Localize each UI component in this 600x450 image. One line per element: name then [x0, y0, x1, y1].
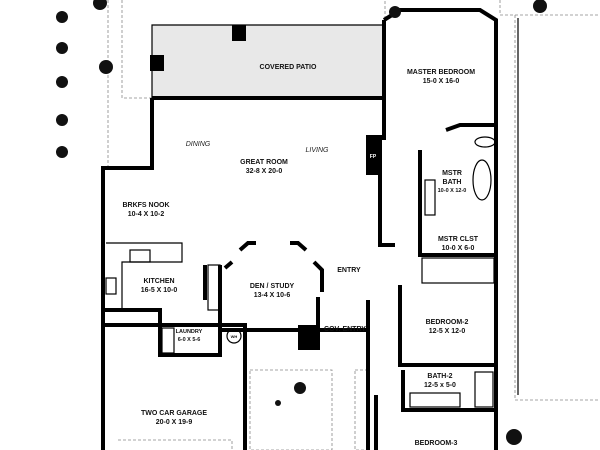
bedroom-2-size: 12-5 X 12-0 — [429, 328, 466, 335]
mstr-bath-label-2: BATH — [443, 179, 462, 186]
fireplace-label: FP — [370, 154, 377, 160]
bedroom-2-label: BEDROOM-2 — [426, 319, 469, 326]
bath-fixtures — [226, 136, 496, 408]
bedroom-3-label: BEDROOM-3 — [415, 440, 458, 447]
room-labels: COVERED PATIO MASTER BEDROOM 15-0 X 16-0… — [122, 64, 478, 447]
brkfs-nook-size: 10-4 X 10-2 — [128, 211, 165, 218]
master-bedroom-label: MASTER BEDROOM — [407, 69, 475, 76]
kitchen-size: 16-5 X 10-0 — [141, 287, 178, 294]
landscaping — [56, 0, 547, 445]
mstr-clst-size: 10-0 X 6-0 — [442, 245, 475, 252]
master-bedroom-size: 15-0 X 16-0 — [423, 78, 460, 85]
cov-entry-label: COV. ENTRY — [324, 326, 366, 333]
den-study-label: DEN / STUDY — [250, 283, 295, 290]
kitchen-label: KITCHEN — [143, 278, 174, 285]
great-room-size: 32-8 X 20-0 — [246, 168, 283, 175]
living-label: LIVING — [306, 147, 330, 154]
great-room-label: GREAT ROOM — [240, 159, 288, 166]
laundry-label: LAUNDRY — [176, 329, 203, 335]
walls — [101, 8, 498, 450]
covered-patio — [150, 24, 385, 99]
entry-label: ENTRY — [337, 267, 361, 274]
kitchen-counters — [105, 242, 221, 354]
covered-patio-label: COVERED PATIO — [260, 64, 317, 71]
garage-size: 20-0 X 19-9 — [156, 419, 193, 426]
den-study-size: 13-4 X 10-6 — [254, 292, 291, 299]
bath-2-label: BATH-2 — [427, 373, 452, 380]
water-heater-label: WH — [231, 334, 238, 339]
mstr-bath-size: 10-0 X 12-0 — [438, 188, 467, 194]
bath-2-size: 12-5 x 5-0 — [424, 382, 456, 389]
garage-label: TWO CAR GARAGE — [141, 410, 207, 417]
laundry-size: 6-0 X 5-6 — [178, 337, 201, 343]
mstr-bath-label-1: MSTR — [442, 170, 462, 177]
garage-door — [118, 439, 233, 450]
brkfs-nook-label: BRKFS NOOK — [122, 202, 169, 209]
dining-label: DINING — [186, 141, 211, 148]
mstr-clst-label: MSTR CLST — [438, 236, 479, 243]
